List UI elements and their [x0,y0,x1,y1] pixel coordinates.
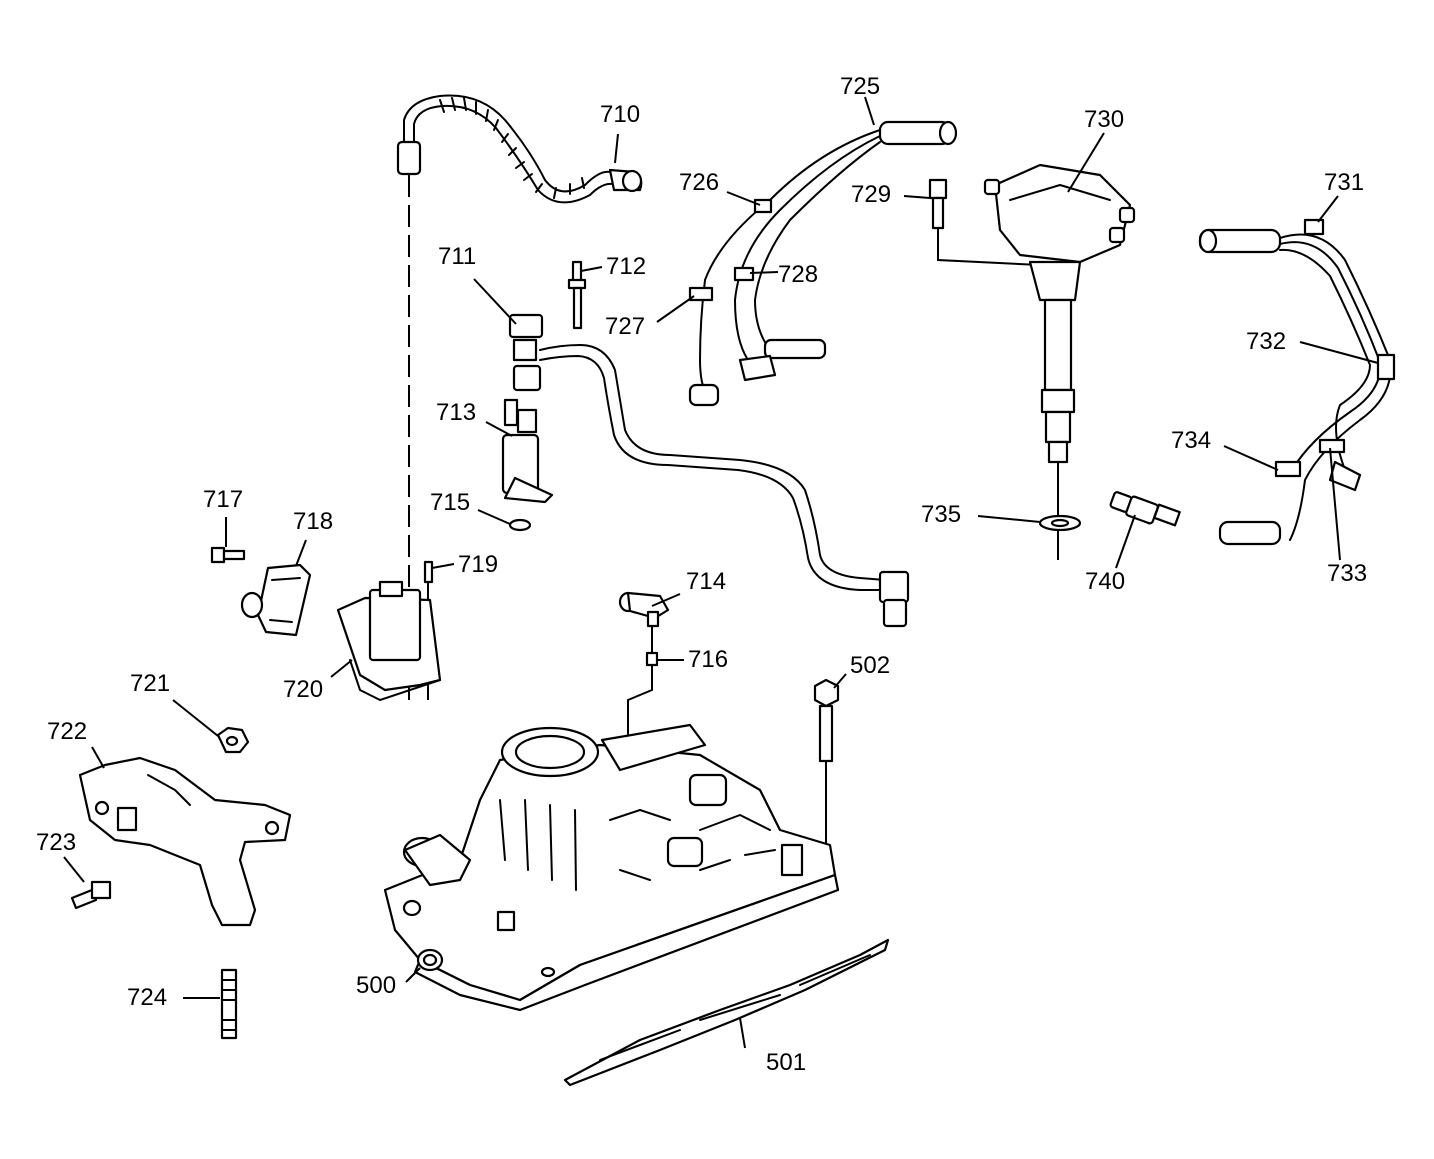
part-715-o-ring [508,518,532,532]
label-718: 718 [293,508,333,535]
part-713-regulator [501,398,554,504]
part-728-clip [733,266,755,282]
part-502-bolt [813,678,840,865]
part-733-clip [1318,438,1346,454]
label-712: 712 [606,253,646,280]
part-740-spark-plug [1109,491,1181,527]
part-717-bolt [210,546,246,564]
part-711-sensor [508,313,910,628]
part-735-gasket [1038,514,1082,532]
part-718-module [240,563,312,637]
label-730: 730 [1084,106,1124,133]
part-731-clip [1303,218,1325,236]
label-713: 713 [436,399,476,426]
label-717: 717 [203,486,243,513]
part-730-distributor [983,163,1136,560]
label-722: 722 [47,718,87,745]
label-724: 724 [127,984,167,1011]
label-715: 715 [430,489,470,516]
label-725: 725 [840,73,880,100]
label-731: 731 [1324,169,1364,196]
label-711: 711 [438,243,476,270]
part-501-gasket [563,938,890,1087]
part-726-clip [753,198,773,214]
part-714-sensor [618,591,670,628]
label-719: 719 [458,551,498,578]
label-716: 716 [688,646,728,673]
label-721: 721 [130,670,170,697]
label-740: 740 [1085,568,1125,595]
part-716-fitting [645,651,659,667]
part-500-o-ring [416,948,444,972]
part-725-plug-wires [688,120,958,407]
label-726: 726 [679,169,719,196]
label-727: 727 [605,313,645,340]
label-734: 734 [1171,427,1211,454]
part-729-bolt [928,178,1041,266]
label-728: 728 [778,261,818,288]
part-722-bracket [78,756,292,927]
part-intake-manifold [383,723,840,1012]
label-501: 501 [766,1049,806,1076]
part-732-clip [1376,353,1396,381]
label-732: 732 [1246,328,1286,355]
callout-labels: 710 711 712 713 715 714 716 717 718 719 … [36,73,1367,1076]
part-710-harness [396,94,643,204]
label-733: 733 [1327,560,1367,587]
label-720: 720 [283,676,323,703]
label-735: 735 [921,501,961,528]
part-720-coil [336,580,442,701]
part-723-bolt [70,880,112,910]
part-721-nut [216,726,250,754]
label-729: 729 [851,181,891,208]
label-723: 723 [36,829,76,856]
part-727-clip [688,286,714,302]
label-502: 502 [850,652,890,679]
part-724-stud [220,968,238,1040]
part-734-clip [1274,460,1302,478]
label-500: 500 [356,972,396,999]
part-712-stud [567,260,587,330]
leader-lines [63,96,1379,1049]
label-710: 710 [600,101,640,128]
label-714: 714 [686,568,726,595]
part-731-plug-wires [1198,228,1392,546]
